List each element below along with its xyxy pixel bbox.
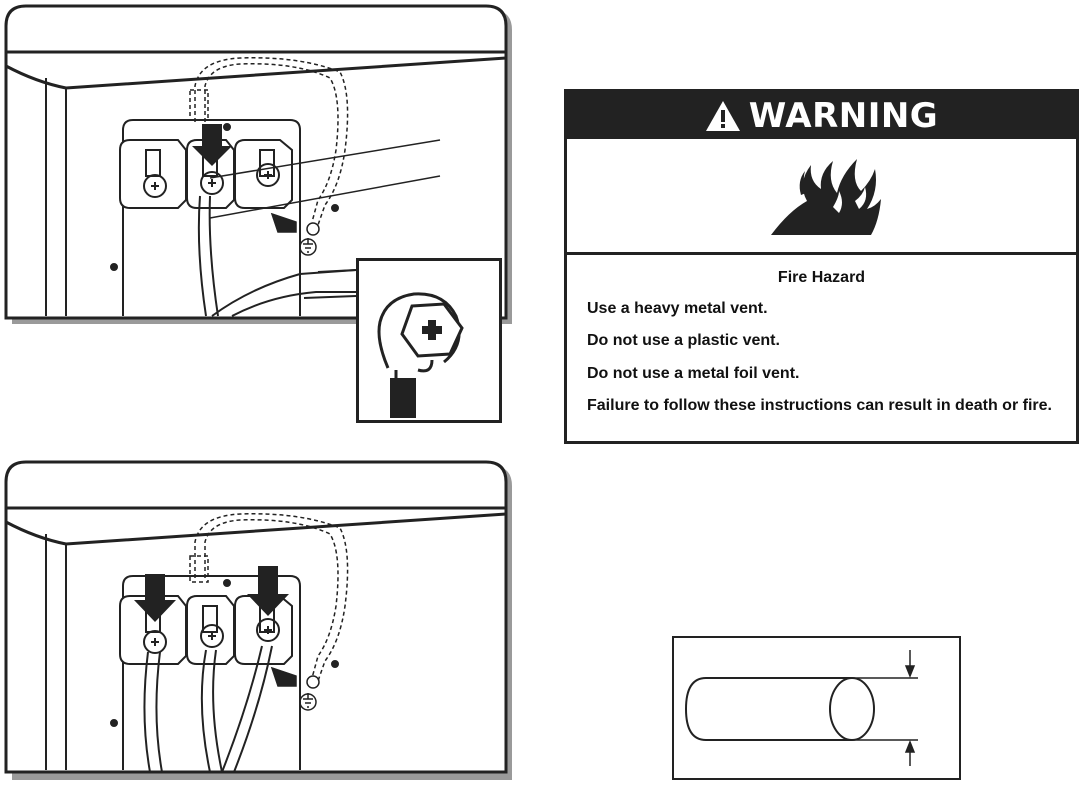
outer-wires-illustration	[4, 460, 512, 780]
dryer-cabinet	[5, 512, 507, 770]
warning-line: Failure to follow these instructions can…	[587, 397, 1052, 415]
alert-triangle-icon	[705, 100, 740, 131]
warning-line: Do not use a metal foil vent.	[587, 364, 800, 382]
terminal-block-plate	[110, 119, 339, 316]
hazard-title: Fire Hazard	[777, 269, 866, 286]
flame-icon	[771, 159, 881, 235]
ground-symbol-icon	[270, 212, 320, 256]
down-arrow-icon	[192, 124, 232, 166]
warning-header: WARNING	[567, 92, 1076, 139]
ground-wire-dashed	[189, 513, 349, 682]
terminal-block-plate	[110, 575, 339, 770]
screw-head-icon	[377, 292, 464, 380]
down-arrow-icon	[134, 574, 176, 622]
power-cord-wires	[143, 645, 273, 773]
down-arrow-icon	[247, 566, 289, 616]
dryer-cabinet	[5, 56, 507, 316]
warning-title: WARNING	[748, 95, 939, 136]
ground-wire-illustration	[4, 4, 512, 324]
warning-line: Use a heavy metal vent.	[587, 300, 768, 317]
flame-area	[567, 139, 1076, 255]
power-cord-wires	[197, 139, 441, 317]
warning-box: WARNING Fire Hazard Use a heavy metal ve…	[564, 89, 1079, 444]
warning-text: Fire Hazard Use a heavy metal vent. Do n…	[567, 255, 1076, 416]
terminal-screw-detail	[356, 258, 502, 423]
ground-wire-dashed	[189, 57, 349, 226]
ground-symbol-icon	[270, 666, 320, 711]
vent-diameter-diagram	[672, 636, 961, 780]
diameter-dimension	[852, 650, 918, 766]
warning-line: Do not use a plastic vent.	[587, 332, 780, 350]
